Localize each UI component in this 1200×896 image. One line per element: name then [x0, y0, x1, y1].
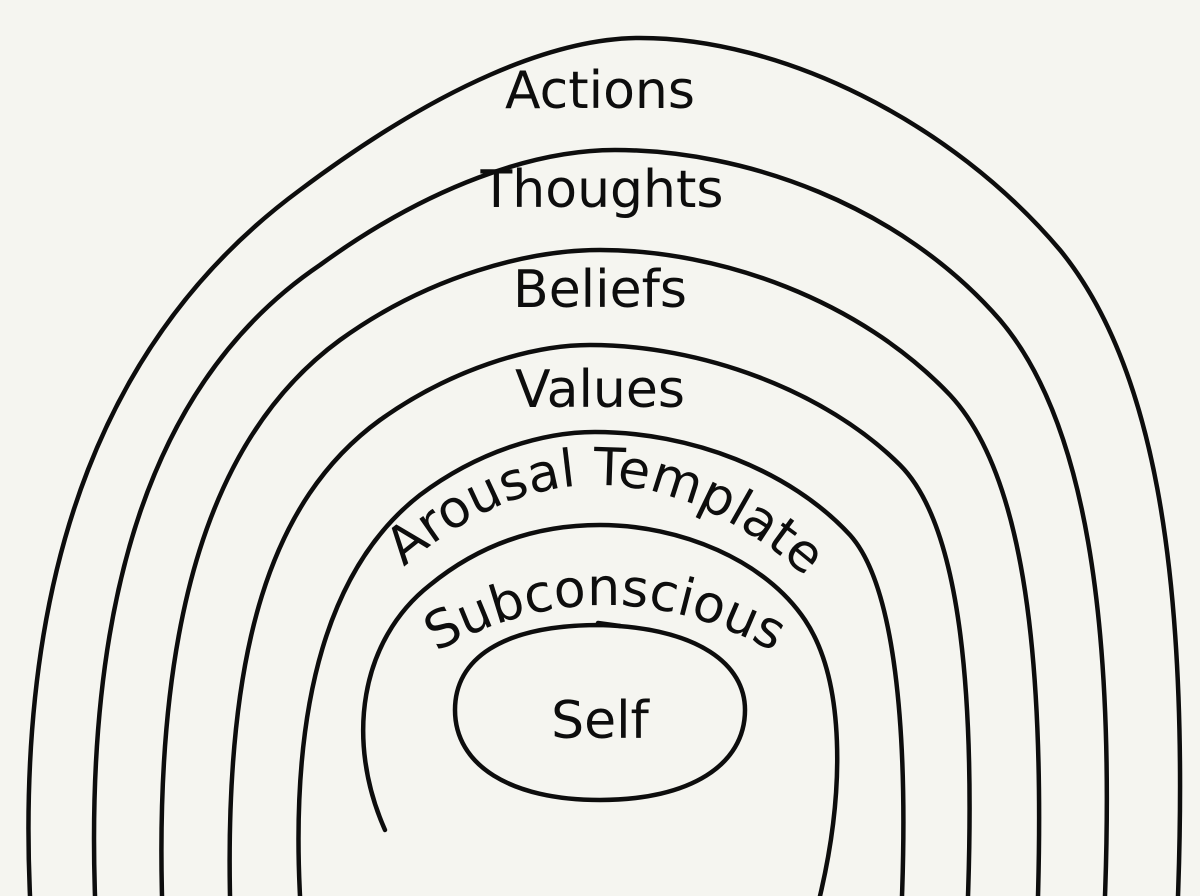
label-values: Values [515, 360, 685, 420]
ring-values [227, 342, 972, 896]
label-self: Self [551, 691, 650, 751]
label-actions: Actions [505, 61, 695, 121]
label-subconscious-path: Subconscious [415, 558, 796, 664]
ring-thoughts [91, 147, 1110, 896]
ring-self [452, 622, 748, 803]
ring-self-tick [595, 620, 623, 629]
ring-subconscious [360, 522, 840, 896]
label-thoughts: Thoughts [480, 160, 724, 220]
label-subconscious: Subconscious [415, 558, 796, 664]
ring-actions [26, 35, 1183, 896]
ring-arousal-template [296, 429, 906, 896]
ring-beliefs [159, 247, 1042, 896]
label-beliefs: Beliefs [513, 260, 687, 320]
